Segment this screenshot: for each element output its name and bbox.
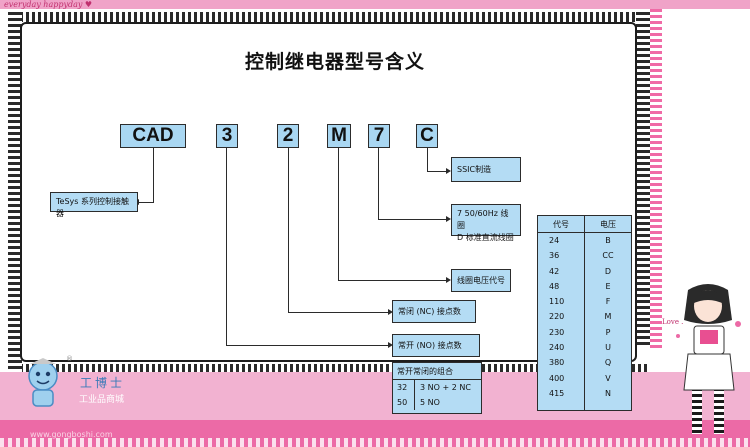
brand-subtitle: 工业品商城 [79, 395, 125, 405]
voltage-code-table: 代号 电压 24 36 42 48 110 220 230 240 380 400 415 B CC D… [537, 215, 632, 411]
voltage-value: 42 [549, 266, 560, 276]
arrow-voltage-code [446, 277, 451, 283]
pink-stripe-right [650, 9, 662, 349]
connector-ssic-v [427, 148, 428, 172]
connector-voltage-code-v [338, 148, 339, 281]
voltage-table-header-voltage: 电压 [600, 220, 616, 229]
combo-code: 32 [393, 380, 415, 395]
voltage-value: 415 [549, 388, 565, 398]
connector-coil-type-v [378, 148, 379, 220]
combo-table-header: 常开常闭的组合 [393, 363, 481, 380]
arrow-ssic [446, 168, 451, 174]
top-bar [0, 0, 750, 9]
arrow-coil-type [446, 216, 451, 222]
code-part-cad: CAD [120, 124, 186, 148]
table-row: 32 3 NO + 2 NC [393, 380, 481, 395]
label-ssic: SSIC制造 [451, 157, 521, 182]
voltage-value: 220 [549, 312, 565, 322]
love-text: Love . [662, 318, 684, 326]
tagline: everyday happyday ♥ [4, 0, 93, 9]
film-border-top [8, 12, 650, 22]
voltage-column: 24 36 42 48 110 220 230 240 380 400 415 [538, 233, 585, 410]
contact-combo-table: 常开常闭的组合 32 3 NO + 2 NC 50 5 NO [392, 362, 482, 414]
voltage-value: 48 [549, 281, 560, 291]
connector-nc-count-h [226, 345, 388, 346]
voltage-code: CC [602, 251, 614, 261]
voltage-code: B [605, 236, 611, 245]
film-border-left [8, 12, 22, 382]
diagram-title: 控制继电器型号含义 [244, 51, 425, 73]
voltage-table-header-code: 代号 [538, 216, 585, 232]
voltage-code: N [605, 388, 611, 398]
voltage-value: 36 [549, 251, 560, 261]
label-voltage-code: 线圈电压代号 [451, 269, 511, 292]
arrow-no-contacts [388, 342, 393, 348]
combo-desc: 5 NO [420, 398, 440, 407]
connector-coil-type-h [378, 219, 446, 220]
combo-code: 50 [393, 395, 415, 410]
connector-series-h [138, 202, 154, 203]
connector-no-count-v [288, 148, 289, 313]
voltage-code: P [605, 327, 611, 337]
code-part-voltage-code: M [327, 124, 351, 148]
label-no-contacts: 常开 (NO) 接点数 [392, 334, 480, 357]
label-coil-type: 7 50/60Hz 线圈 D 标准直流线圈 [451, 204, 521, 242]
voltage-value: 230 [549, 327, 565, 337]
bottom-stripe [0, 438, 750, 447]
connector-nc-count-v [226, 148, 227, 346]
code-part-nc-count: 3 [216, 124, 238, 148]
brand-name: 工博士 [80, 376, 126, 390]
code-part-ssic: C [416, 124, 438, 148]
voltage-code: E [605, 281, 611, 291]
voltage-code: M [604, 312, 612, 322]
table-row: 50 5 NO [393, 395, 481, 410]
label-coil-type-line2: D 标准直流线圈 [457, 233, 514, 242]
voltage-code: D [604, 266, 612, 276]
connector-no-count-h [288, 312, 388, 313]
voltage-value: 24 [549, 236, 560, 245]
code-part-coil-type: 7 [368, 124, 390, 148]
label-series: TeSys 系列控制接触器 [50, 192, 138, 218]
voltage-code: V [605, 373, 611, 383]
watermark: www.gongboshi.com [30, 430, 113, 439]
voltage-value: 380 [549, 358, 565, 368]
voltage-code: U [605, 343, 611, 353]
connector-voltage-code-h [338, 280, 446, 281]
film-border-bottom [8, 364, 650, 374]
film-border-right [636, 12, 650, 347]
voltage-code: Q [604, 358, 612, 368]
label-nc-contacts: 常闭 (NC) 接点数 [392, 300, 476, 323]
connector-series-v [153, 148, 154, 203]
combo-desc: 3 NO + 2 NC [420, 383, 471, 392]
voltage-table-header: 代号 电压 [538, 216, 631, 233]
voltage-value: 240 [549, 343, 565, 353]
registered-mark: ® [66, 355, 73, 363]
voltage-value: 110 [549, 297, 565, 307]
code-part-no-count: 2 [277, 124, 299, 148]
mascot-icon [28, 358, 58, 407]
voltage-value: 400 [549, 373, 565, 383]
arrow-nc-contacts [388, 309, 393, 315]
voltage-code: F [605, 297, 611, 307]
connector-ssic-h [427, 171, 446, 172]
girl-illustration-icon [676, 284, 741, 434]
label-coil-type-line1: 7 50/60Hz 线圈 [457, 209, 509, 230]
